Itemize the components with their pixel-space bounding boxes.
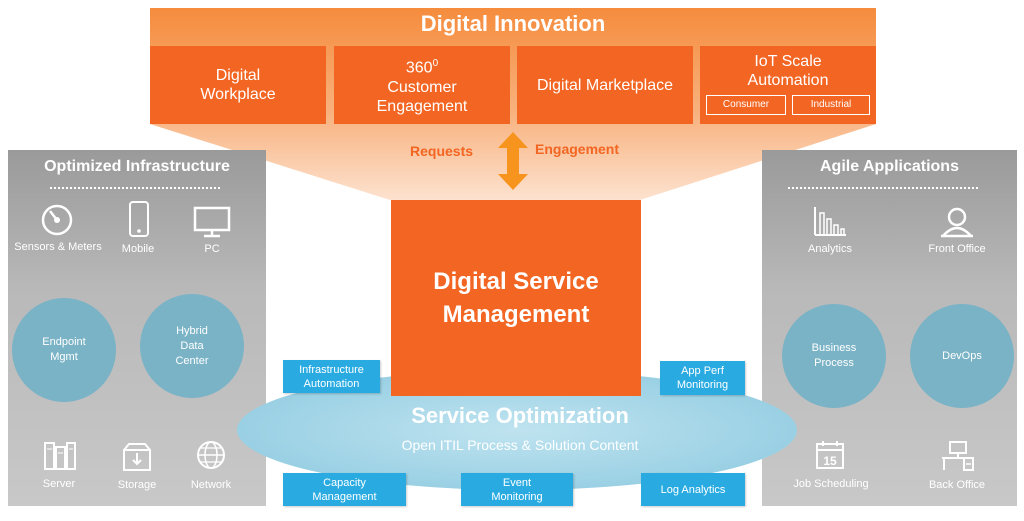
- iot-scale-automation-box: IoT Scale Automation Consumer Industrial: [700, 46, 876, 124]
- storage-icon: [123, 443, 151, 471]
- panel-title: Optimized Infrastructure: [44, 158, 230, 175]
- calendar-icon: 15: [816, 441, 844, 469]
- server-icon: [44, 442, 76, 470]
- desk-computer-icon: [942, 441, 974, 471]
- digital-innovation-title: Digital Innovation: [420, 11, 606, 36]
- pc-label: PC: [204, 243, 220, 255]
- gauge-icon: [41, 204, 73, 236]
- job-scheduling-label: Job Scheduling: [793, 478, 869, 490]
- endpoint-mgmt-circle: Endpoint Mgmt: [12, 298, 116, 402]
- panel-title: Agile Applications: [820, 158, 959, 175]
- digital-service-management-box: Digital Service Management: [391, 200, 641, 396]
- network-label: Network: [190, 479, 232, 491]
- storage-label: Storage: [117, 479, 157, 491]
- pc-monitor-icon: [193, 206, 231, 238]
- globe-icon: [197, 441, 225, 469]
- back-office-label: Back Office: [928, 479, 986, 491]
- box-label: Customer Engagement: [376, 78, 468, 115]
- mobile-label: Mobile: [121, 243, 155, 255]
- digital-workplace-box: Digital Workplace: [150, 46, 326, 124]
- box-label: IoT Scale Automation: [747, 53, 829, 89]
- hybrid-data-center-circle: Hybrid Data Center: [140, 294, 244, 398]
- capacity-management-box: Capacity Management: [283, 473, 406, 506]
- box-label: Digital Marketplace: [536, 76, 674, 94]
- label-360: 360: [405, 59, 433, 77]
- service-optimization-title: Service Optimization: [411, 403, 629, 428]
- customer-engagement-box: 3600 Customer Engagement: [334, 46, 510, 124]
- requests-label: Requests: [410, 143, 474, 159]
- mobile-phone-icon: [129, 201, 149, 237]
- superscript: 0: [432, 58, 439, 70]
- box-label: Digital Workplace: [200, 67, 276, 103]
- business-process-circle: Business Process: [782, 304, 886, 408]
- event-monitoring-box: Event Monitoring: [461, 473, 573, 506]
- dotted-divider: [788, 187, 978, 189]
- server-label: Server: [42, 478, 76, 490]
- double-arrow-icon: [498, 132, 528, 190]
- center-title-line1: Digital Service: [433, 268, 599, 295]
- digital-marketplace-box: Digital Marketplace: [517, 46, 693, 124]
- center-title-line2: Management: [442, 301, 590, 328]
- person-icon: [941, 207, 973, 238]
- calendar-day: 15: [823, 454, 837, 468]
- service-optimization-subtitle: Open ITIL Process & Solution Content: [401, 437, 639, 453]
- devops-circle: DevOps: [910, 304, 1014, 408]
- log-analytics-box: Log Analytics: [641, 473, 745, 506]
- analytics-label: Analytics: [807, 243, 853, 255]
- industrial-tag: Industrial: [792, 95, 870, 115]
- infrastructure-automation-box: Infrastructure Automation: [283, 360, 380, 393]
- box-label-360: 3600: [406, 54, 438, 77]
- front-office-label: Front Office: [928, 243, 986, 255]
- dotted-divider: [50, 187, 220, 189]
- analytics-icon: [814, 207, 846, 236]
- app-perf-monitoring-box: App Perf Monitoring: [660, 361, 745, 395]
- consumer-tag: Consumer: [706, 95, 786, 115]
- sensors-label: Sensors & Meters: [14, 241, 102, 253]
- engagement-label: Engagement: [535, 141, 620, 157]
